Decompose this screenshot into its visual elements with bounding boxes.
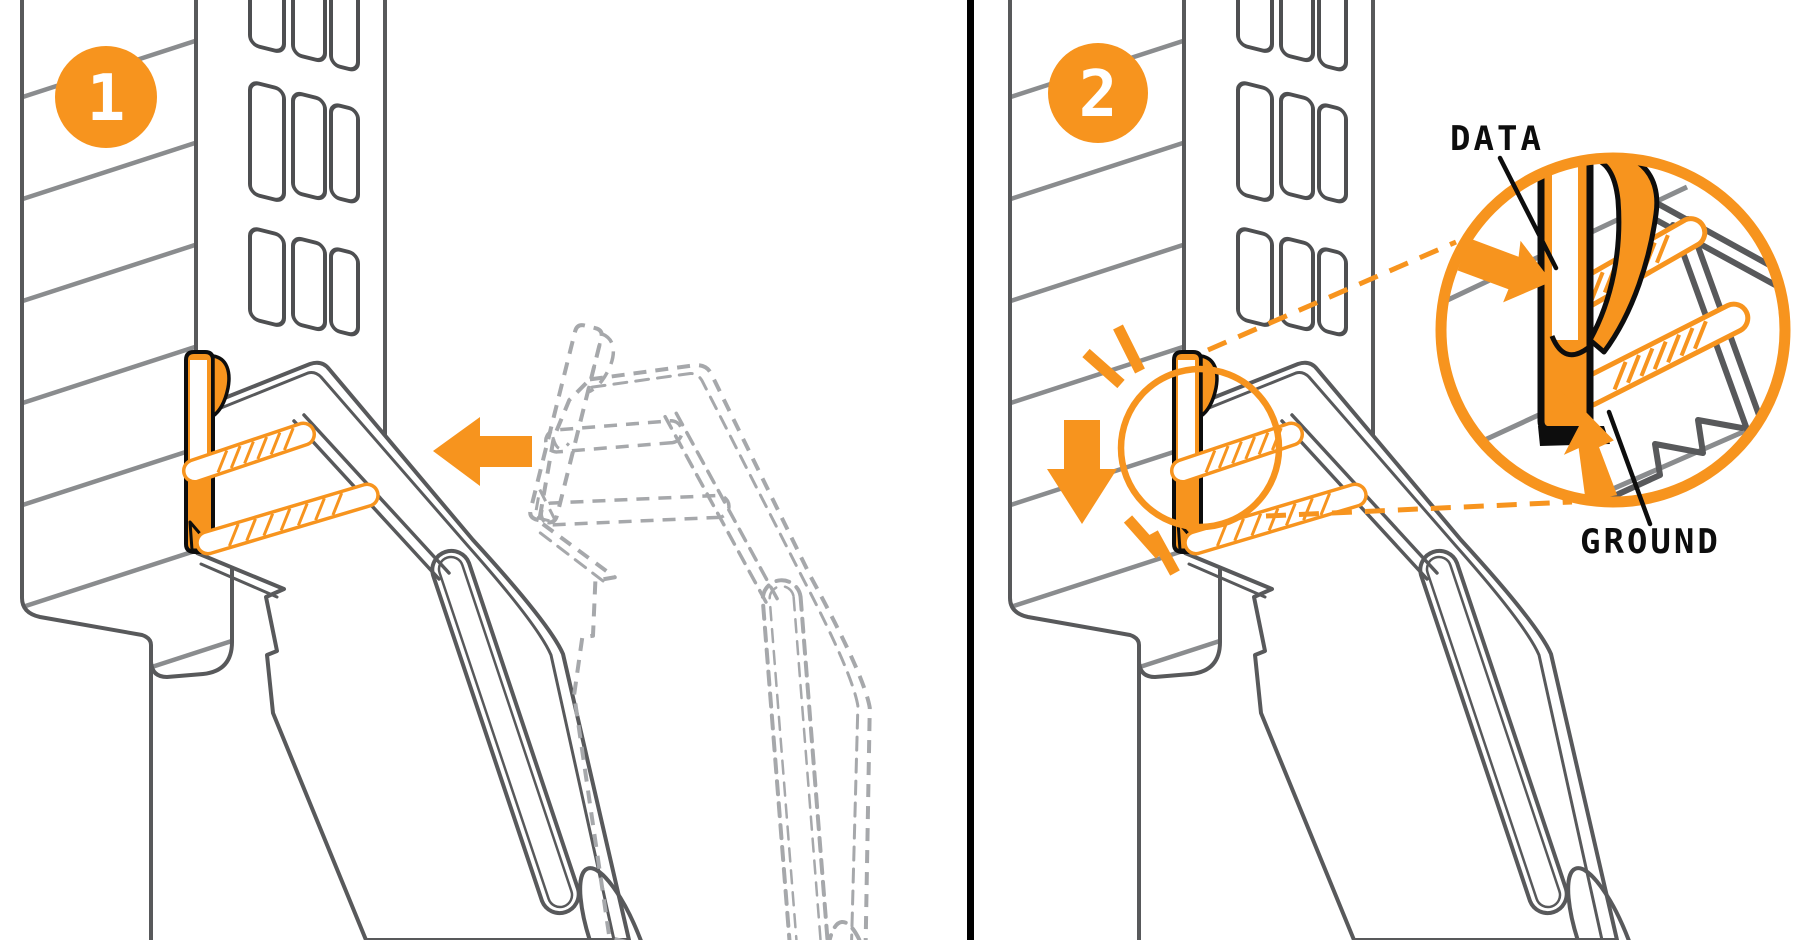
press-down-arrow-icon: [1047, 420, 1117, 524]
device-module-hooked: [181, 350, 673, 940]
magnifier-source-circle: [1117, 365, 1283, 531]
ground-label: GROUND: [1580, 522, 1721, 562]
step-1-panel: 1: [20, 0, 1050, 940]
step-1-badge: 1: [55, 46, 157, 148]
magnifier-link-line-top: [1207, 239, 1457, 353]
snap-indicator-lines-bottom: [1123, 515, 1180, 576]
step-2-panel: DATA GROUND 2: [1008, 0, 1791, 940]
data-label: DATA: [1450, 119, 1544, 159]
ground-contact-arrow-icon: [1563, 412, 1618, 501]
data-contact-arrow-icon: [1457, 238, 1552, 303]
magnifier-lens-circle: [1435, 152, 1791, 508]
magnified-spring-inner: [1552, 158, 1578, 340]
magnified-contact-view: [1441, 158, 1785, 502]
snap-indicator-lines-top: [1082, 324, 1145, 389]
step-2-number: 2: [1079, 58, 1118, 132]
magnified-spring-foot: [1548, 390, 1596, 424]
magnified-spring-hook: [1587, 158, 1660, 355]
magnified-spring-curl: [1549, 334, 1590, 358]
ground-callout-line: [1606, 409, 1653, 527]
magnified-housing-step: [1609, 417, 1745, 500]
step-2-badge: 2: [1048, 43, 1148, 143]
data-callout-line: [1497, 155, 1559, 271]
step-1-number: 1: [87, 62, 126, 136]
magnifier-link-line-bottom: [1265, 499, 1573, 519]
panel-divider: [967, 0, 974, 940]
insert-direction-arrow-icon: [433, 417, 532, 486]
